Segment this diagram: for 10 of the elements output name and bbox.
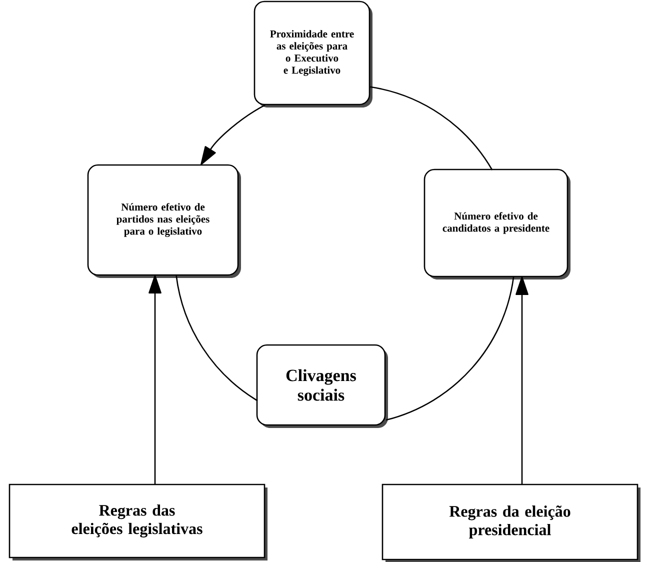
connector-line — [176, 276, 258, 402]
process-box: Número efetivo de partidos nas eleições para o legislativo — [87, 164, 241, 278]
process-box: Número efetivo de candidatos a presidente — [424, 168, 570, 280]
process-box: Clivagens sociais — [256, 344, 388, 428]
arrow — [148, 275, 162, 484]
process-box: Proximidade entre as eleições para o Executivo e Legislativo — [254, 0, 372, 108]
arrow — [516, 276, 528, 484]
arrow — [200, 104, 266, 166]
connector-line — [386, 276, 514, 421]
connector-line — [370, 86, 493, 170]
